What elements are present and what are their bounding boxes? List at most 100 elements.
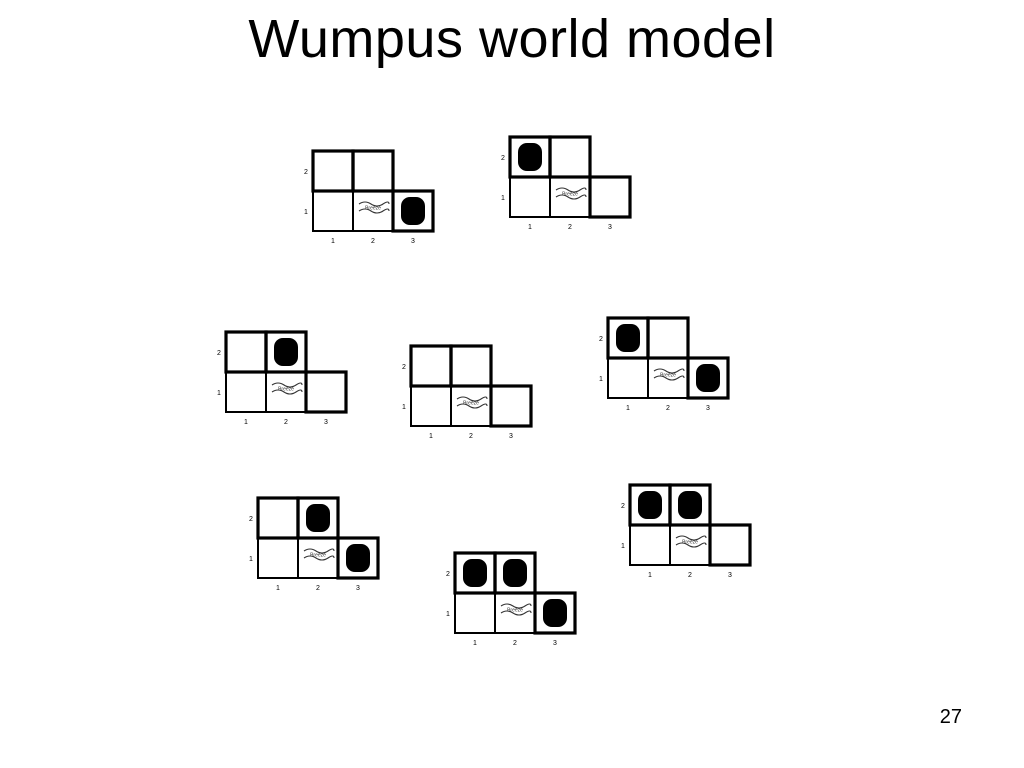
column-label: 3 (324, 419, 328, 426)
column-label: 2 (316, 585, 320, 592)
column-label: 3 (411, 238, 415, 245)
pit-icon (503, 559, 527, 587)
grid-cell-2-2 (549, 136, 591, 178)
column-label: 3 (553, 640, 557, 647)
pit-icon (463, 559, 487, 587)
row-label: 2 (621, 503, 625, 510)
row-label: 1 (621, 543, 625, 550)
column-label: 3 (509, 433, 513, 440)
column-label: 2 (371, 238, 375, 245)
grid-cell-1-1 (312, 190, 354, 232)
column-label: 1 (331, 238, 335, 245)
model-6-grid: Breeze 1 2 3 1 2 (249, 496, 380, 592)
frontier-cell-2-2 (668, 483, 712, 527)
frontier-cell-2-2 (296, 496, 340, 540)
pit-icon (638, 491, 662, 519)
grid-cell-1-1 (257, 537, 299, 579)
frontier-cell-3-1 (708, 523, 752, 567)
breeze-icon: Breeze (653, 368, 685, 381)
row-label: 1 (217, 390, 221, 397)
grid-cell-1-2 (312, 150, 354, 192)
grid-cell-1-1 (509, 176, 551, 218)
row-label: 2 (501, 155, 505, 162)
frontier-cell-3-1 (533, 591, 577, 635)
column-label: 2 (688, 572, 692, 579)
column-label: 2 (469, 433, 473, 440)
breeze-icon: Breeze (303, 548, 335, 561)
grid-cell-2-2 (647, 317, 689, 359)
breeze-label: Breeze (310, 553, 326, 559)
pit-icon (678, 491, 702, 519)
frontier-cell-2-2 (264, 330, 308, 374)
column-label: 1 (429, 433, 433, 440)
frontier-cell-2-2 (646, 316, 690, 360)
breeze-label: Breeze (507, 608, 523, 614)
grid-cell-1-1 (225, 371, 267, 413)
breeze-label: Breeze (682, 540, 698, 546)
row-label: 1 (446, 611, 450, 618)
frontier-cell-3-1 (336, 536, 380, 580)
column-label: 3 (608, 224, 612, 231)
row-label: 2 (304, 169, 308, 176)
row-label: 1 (304, 209, 308, 216)
frontier-cell-2-2 (351, 149, 395, 193)
grid-cell-1-2 (257, 497, 299, 539)
frontier-cell-3-1 (391, 189, 435, 233)
frontier-cell-2-2 (493, 551, 537, 595)
column-label: 1 (648, 572, 652, 579)
pit-icon (518, 143, 542, 171)
breeze-icon: Breeze (456, 396, 488, 409)
grid-cell-1-2 (410, 345, 452, 387)
model-1-grid: Breeze 1 2 3 1 2 (304, 149, 435, 245)
frontier-cell-3-1 (686, 356, 730, 400)
column-label: 1 (244, 419, 248, 426)
column-label: 2 (513, 640, 517, 647)
pit-icon (306, 504, 330, 532)
column-label: 3 (706, 405, 710, 412)
pit-icon (274, 338, 298, 366)
column-label: 1 (626, 405, 630, 412)
pit-icon (543, 599, 567, 627)
grid-cell-1-1 (410, 385, 452, 427)
grid-cell-2-2 (450, 345, 492, 387)
row-label: 1 (402, 404, 406, 411)
column-label: 3 (356, 585, 360, 592)
frontier-cell-2-2 (449, 344, 493, 388)
frontier-cell-3-1 (489, 384, 533, 428)
breeze-icon: Breeze (500, 603, 532, 616)
row-label: 2 (217, 350, 221, 357)
row-label: 2 (599, 336, 603, 343)
pit-icon (696, 364, 720, 392)
breeze-label: Breeze (365, 206, 381, 212)
frontier-cell-3-1 (304, 370, 348, 414)
breeze-label: Breeze (463, 401, 479, 407)
row-label: 1 (249, 556, 253, 563)
breeze-icon: Breeze (555, 187, 587, 200)
column-label: 1 (473, 640, 477, 647)
grid-cell-3-1 (589, 176, 631, 218)
row-label: 1 (501, 195, 505, 202)
breeze-label: Breeze (562, 192, 578, 198)
column-label: 1 (528, 224, 532, 231)
pit-icon (346, 544, 370, 572)
breeze-icon: Breeze (358, 201, 390, 214)
grid-cell-1-2 (225, 331, 267, 373)
breeze-label: Breeze (278, 387, 294, 393)
grid-cell-3-1 (305, 371, 347, 413)
grid-cell-1-1 (454, 592, 496, 634)
grid-cell-3-1 (709, 524, 751, 566)
page-number: 27 (939, 706, 962, 728)
pit-icon (401, 197, 425, 225)
row-label: 2 (249, 516, 253, 523)
column-label: 1 (276, 585, 280, 592)
grid-cell-1-1 (629, 524, 671, 566)
pit-icon (616, 324, 640, 352)
breeze-label: Breeze (660, 373, 676, 379)
grid-cell-1-1 (607, 357, 649, 399)
breeze-icon: Breeze (675, 535, 707, 548)
grid-cell-2-2 (352, 150, 394, 192)
